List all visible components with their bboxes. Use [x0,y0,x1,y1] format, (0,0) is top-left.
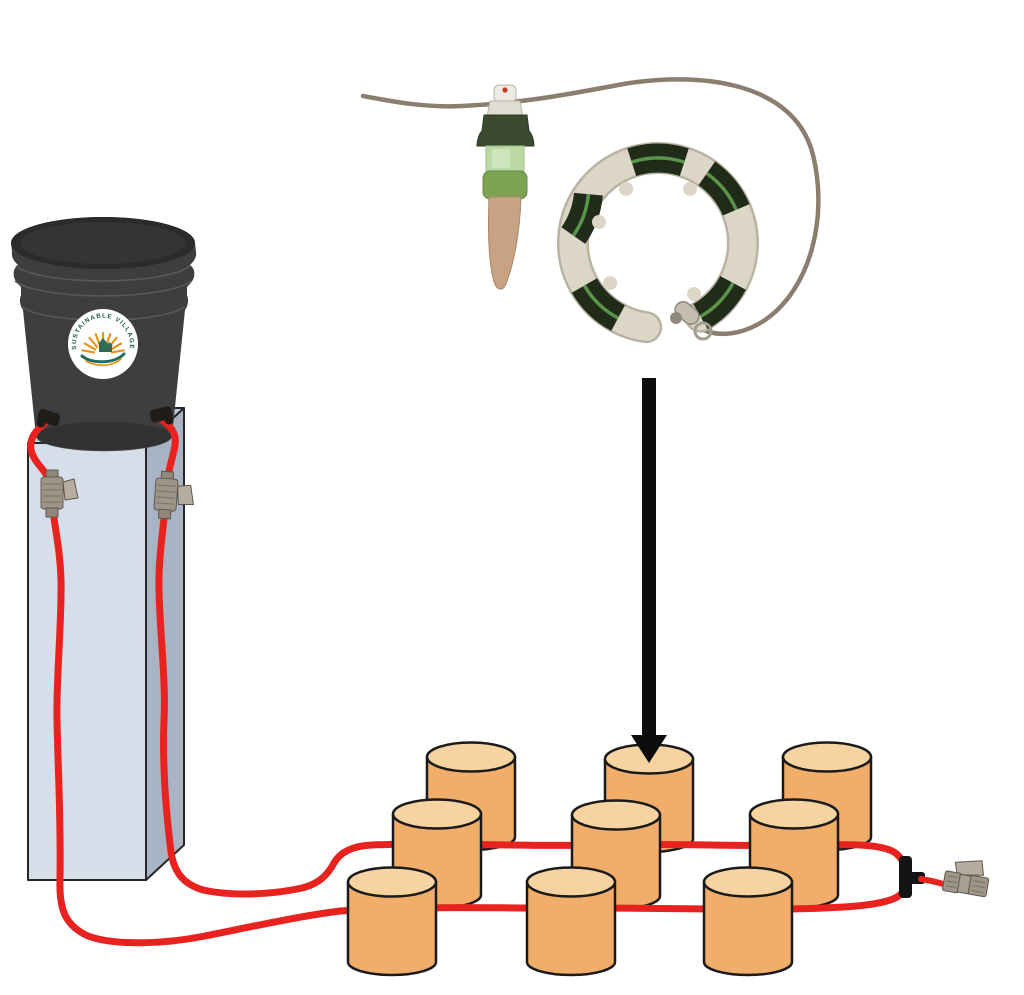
ring-tab [592,215,606,229]
logo-house-icon [98,338,113,352]
ring-tab [619,182,633,196]
pot-body [702,880,794,977]
pot-opening [391,798,483,830]
valve-handle [954,860,984,876]
bucket-outlet-fittings [36,406,174,428]
logo-swoosh [80,352,126,364]
emitter-supply-tube [360,77,821,337]
valve-ribs [945,875,986,894]
plant-pot-front-2 [525,866,617,977]
ring-tab [683,182,697,196]
bucket-ridge-line [15,265,191,282]
pot-row-front [346,866,794,977]
pot-opening [346,866,438,898]
supply-line-right [155,415,338,898]
emitter-band [482,170,528,200]
reservoir-bucket: SUSTAINABLE VILLAGE [11,217,197,452]
clip-tube-top [631,156,685,164]
emitter-placement-arrow [631,378,667,763]
clip-tube-lower-left [582,284,619,320]
ring-elbow-fitting [670,301,713,341]
emitter-window-highlight [492,149,510,168]
ring-tab [603,276,617,290]
emitter-ceramic-cone [488,196,522,290]
end-stub-tube [918,876,949,888]
pot-opening [525,866,617,898]
pot-opening [781,741,873,773]
end-fill-valve [942,860,990,898]
plant-pot-front-3 [702,866,794,977]
pot-opening [702,866,794,898]
emitter-collar [476,114,535,147]
shutoff-valve-left [40,469,79,518]
pot-opening [748,798,840,830]
emitter-cap-dot [502,87,508,93]
drip-emitter-photo [360,77,821,344]
bucket-ridge-line [14,280,192,297]
valve-nut [157,508,172,520]
ceramic-spike-emitter [476,84,535,290]
mounting-ring [556,142,759,344]
drip-loop-top-line [330,840,908,870]
clip-tube-upper-right [705,171,738,211]
valve-handle [177,484,194,506]
pot-body [525,880,617,977]
outlet-tip-left [36,418,46,428]
clip-tube-upper-left [571,194,591,237]
logo-swoosh-accent [85,358,122,367]
valve-body [153,477,179,512]
valve-nut [45,507,59,518]
valve-handle [62,478,79,501]
pot-body [346,880,438,977]
valve-ribs [156,484,176,505]
bucket-bottom-shade [36,422,172,450]
ring-tab [687,287,701,301]
outlet-tip-right [164,415,174,425]
shutoff-valve-right [153,470,194,520]
pot-grid [330,378,908,977]
tee-vertical [899,856,912,898]
valve-ribs [43,483,61,503]
supply-line-left [27,418,344,947]
pot-opening [425,741,517,773]
pot-opening [570,799,662,831]
valve-body [40,476,64,510]
plant-pot-front-1 [346,866,438,977]
clip-tube-lower-right [699,282,735,319]
bucket-lid-inner [20,222,186,264]
brand-logo: SUSTAINABLE VILLAGE [68,309,138,379]
